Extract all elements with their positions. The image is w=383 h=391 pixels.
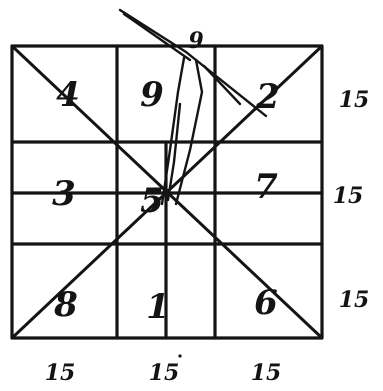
cell-r1-c1: 4 <box>56 75 80 115</box>
cell-r3-c1: 8 <box>53 285 78 325</box>
cell-r3-c2: 1 <box>146 287 170 327</box>
row-sum-3: 15 <box>339 287 370 313</box>
figure-shoulder-line <box>202 64 242 106</box>
column-sum-1: 15 <box>45 360 76 386</box>
cell-r2-c2: 5 <box>140 181 164 221</box>
cell-r2-c3: 7 <box>254 167 278 207</box>
cell-r1-c2: 9 <box>140 75 164 115</box>
diagonal-anti <box>10 44 324 340</box>
column-sum-2: 15 <box>149 360 180 386</box>
column-sum-3: 15 <box>251 360 282 386</box>
cell-r3-c3: 6 <box>254 283 278 323</box>
figure-left-leg <box>160 56 186 206</box>
row-sum-2: 15 <box>333 183 364 209</box>
ink-dot <box>178 354 182 358</box>
figure-label-number: 9 <box>188 28 203 54</box>
figure-arm-line <box>118 8 268 118</box>
figure-arm-line-2 <box>122 12 192 62</box>
standing-figure-sketch <box>118 8 268 206</box>
row-sum-1: 15 <box>339 87 370 113</box>
cell-r2-c1: 3 <box>52 174 76 214</box>
figure-right-leg <box>174 58 204 206</box>
figure-inner-line <box>166 102 182 202</box>
cell-r1-c3: 2 <box>255 77 280 117</box>
